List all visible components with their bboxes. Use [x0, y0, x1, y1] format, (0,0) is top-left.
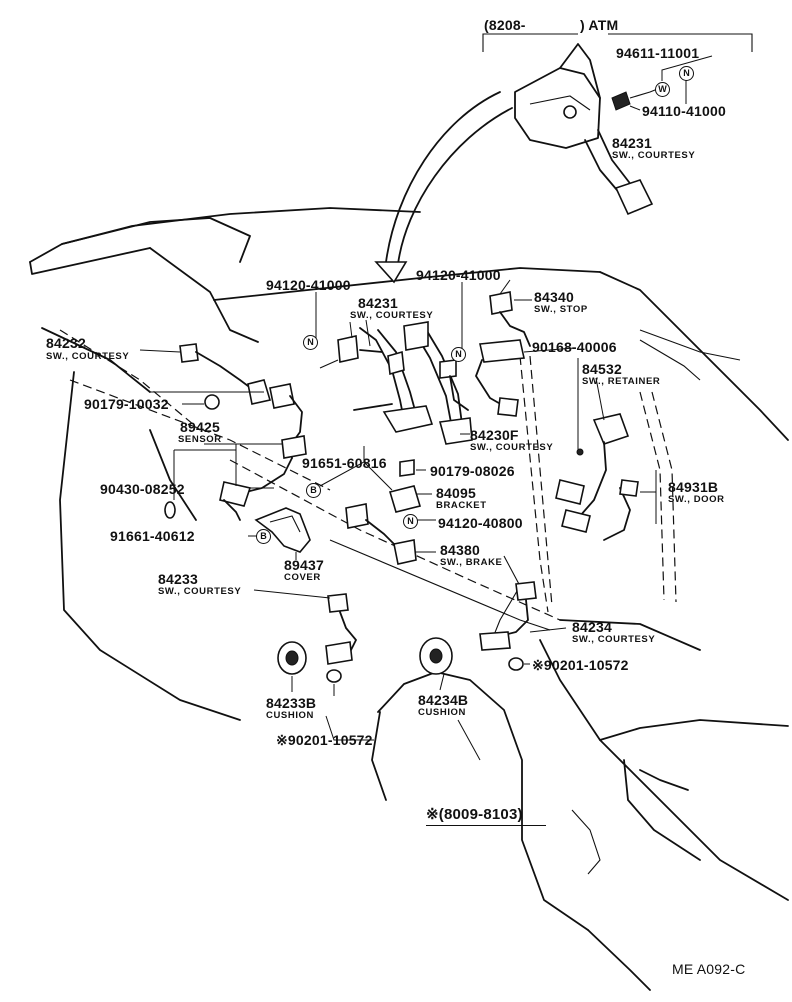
part-no: 94120-41000: [266, 277, 351, 293]
marker-n: N: [679, 66, 694, 81]
vehicle-body-outline: [29, 207, 789, 991]
part-name: CUSHION: [266, 710, 315, 721]
inset-part-no: 94110-41000: [642, 103, 726, 119]
marker-b: B: [256, 529, 271, 544]
part-no: 84380: [440, 542, 480, 558]
switch-84234: [419, 581, 537, 675]
pointer-arrow: [374, 91, 513, 284]
part-name: SW., COURTESY: [158, 586, 242, 597]
part-no: 84230F: [470, 427, 519, 443]
inset-part-name: SW., COURTESY: [612, 150, 696, 161]
part-no: 94120-40800: [438, 515, 523, 531]
part-no: 84234B: [418, 692, 469, 708]
inset-pedal-drawing: [514, 43, 713, 216]
part-no: ※90201-10572: [532, 657, 629, 673]
marker-n: N: [303, 335, 318, 350]
part-no: 84231: [358, 295, 398, 311]
part-no: 84532: [582, 361, 622, 377]
marker-w: W: [655, 82, 670, 97]
part-no: 84095: [436, 485, 476, 501]
pedal-assembly: [319, 321, 473, 445]
part-no: 84233: [158, 571, 198, 587]
inset-range-close: ) ATM: [580, 17, 619, 33]
part-name: SW., RETAINER: [582, 376, 661, 387]
note-underline: [426, 825, 546, 826]
inset-part-no: 94611-11001: [616, 45, 700, 61]
sensor-89425: [164, 383, 307, 521]
marker-n: N: [451, 347, 466, 362]
leader-lines: [109, 279, 657, 761]
part-no: 94120-41000: [416, 267, 501, 283]
part-name: SW., STOP: [534, 304, 588, 315]
switch-84233: [277, 593, 357, 683]
part-name: SW., BRAKE: [440, 557, 503, 568]
part-no: 84232: [46, 335, 86, 351]
part-name: CUSHION: [418, 707, 467, 718]
diagram-code: ME A092-C: [672, 961, 746, 977]
marker-n: N: [403, 514, 418, 529]
part-no: 84931B: [668, 479, 719, 495]
part-no: 90168-40006: [532, 339, 617, 355]
part-no: ※90201-10572: [276, 732, 373, 748]
part-name: SENSOR: [178, 434, 222, 445]
cover-89437: [254, 507, 311, 553]
inset-part-no: 84231: [612, 135, 652, 151]
part-no: 89437: [284, 557, 324, 573]
marker-b: B: [306, 483, 321, 498]
inset-range-open: (8208-: [484, 17, 526, 33]
part-no: 90430-08252: [100, 481, 185, 497]
part-name: COVER: [284, 572, 321, 583]
part-no: 91651-60816: [302, 455, 387, 471]
part-no: 90179-08026: [430, 463, 515, 479]
part-name: SW., COURTESY: [350, 310, 434, 321]
bracket-84095: [345, 459, 422, 565]
part-no: 84234: [572, 619, 612, 635]
part-name: SW., COURTESY: [470, 442, 554, 453]
part-no: 84340: [534, 289, 574, 305]
part-no: 84233B: [266, 695, 317, 711]
part-no: 90179-10032: [84, 396, 169, 412]
date-range-note: ※(8009-8103): [426, 806, 523, 823]
retainer-switch-84532: [555, 413, 639, 541]
part-no: 91661-40612: [110, 528, 195, 544]
part-name: SW., DOOR: [668, 494, 725, 505]
stop-switch-84340: [439, 291, 531, 417]
part-name: BRACKET: [436, 500, 487, 511]
part-name: SW., COURTESY: [46, 351, 130, 362]
switch-84232: [179, 343, 272, 405]
inset-bracket: [482, 33, 753, 52]
part-no: 89425: [180, 419, 220, 435]
part-name: SW., COURTESY: [572, 634, 656, 645]
